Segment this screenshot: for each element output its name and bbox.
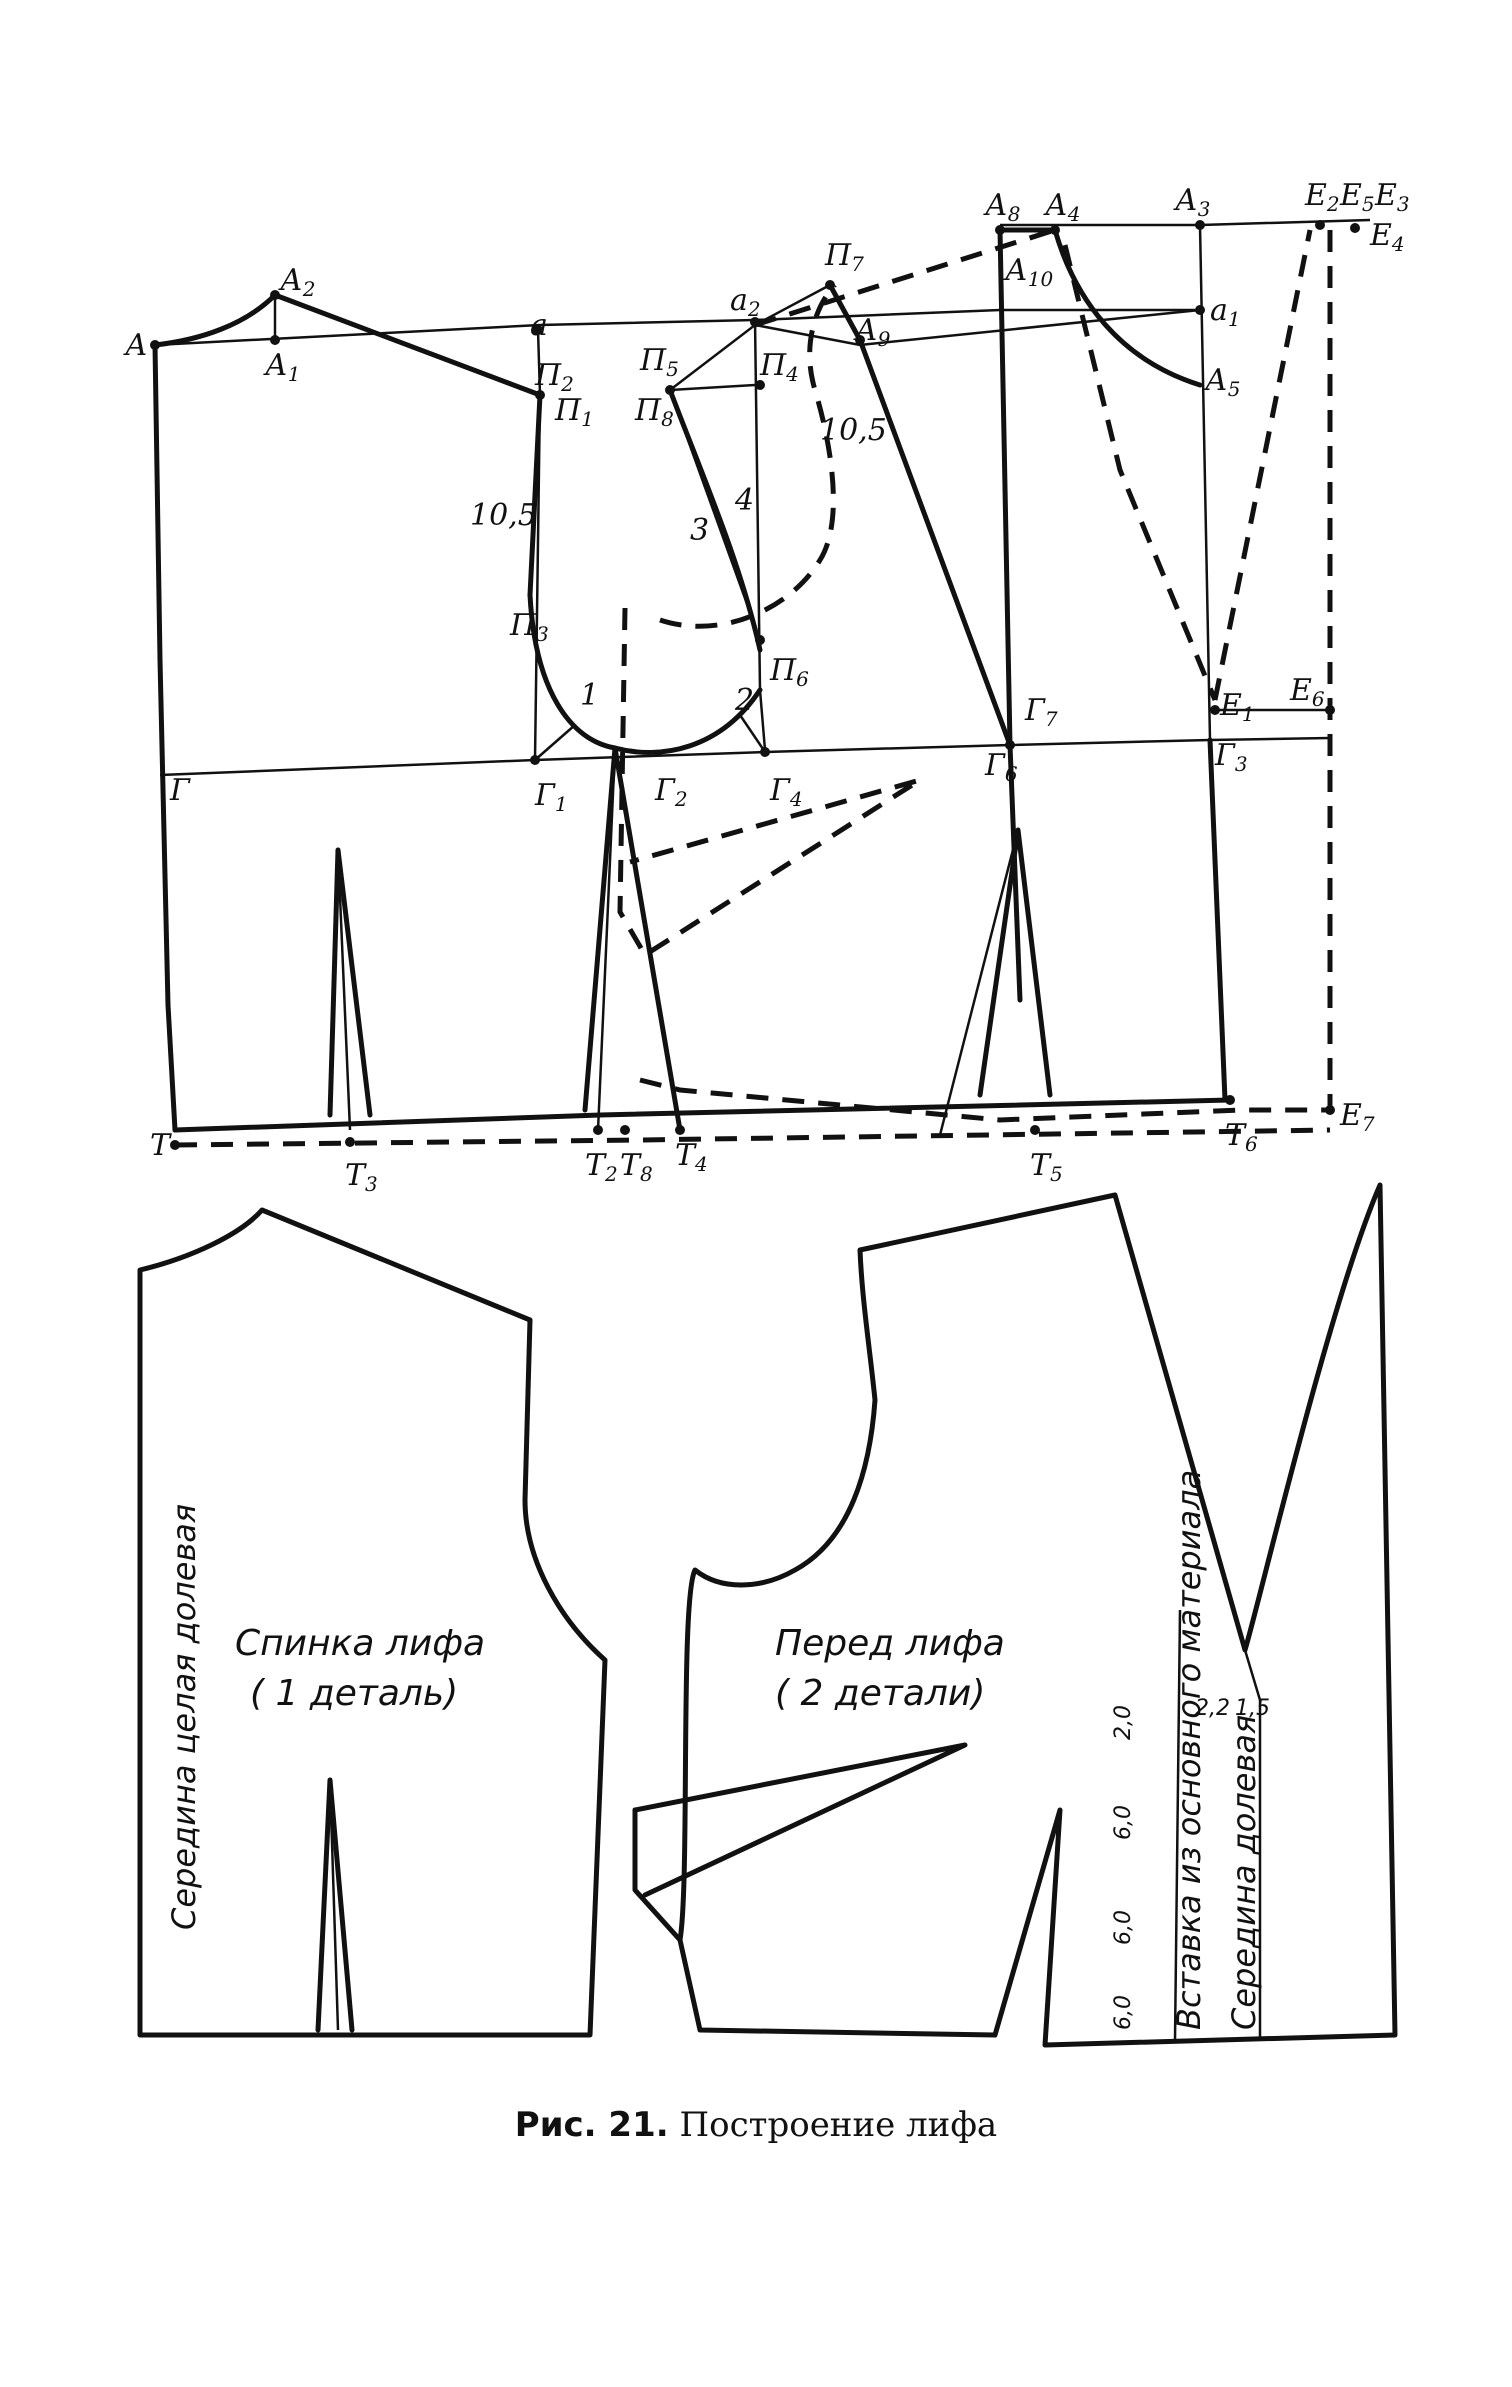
label-a1: а1 [1210, 293, 1241, 331]
dashed-waist-line [639, 1077, 1330, 1123]
label-a: а [530, 308, 548, 343]
label-G: Г [169, 773, 191, 808]
dashed-neck [1062, 244, 1218, 701]
label-P6: П6 [769, 653, 809, 691]
label-G2: Г2 [654, 773, 688, 811]
front-insert-line [1243, 1649, 1262, 2040]
dim-1-5: 1,5 [1235, 1696, 1270, 1721]
point-labels: А А2 А1 а П2 П1 10,5 П3 1 2 3 4 Г1 Г2 Г4… [123, 178, 1410, 1196]
armhole-chord-1 [668, 389, 762, 641]
label-A10: А10 [1003, 253, 1053, 291]
label-G4: Г4 [769, 773, 803, 811]
front-bodice-piece: Перед лифа ( 2 детали) Вставка из основн… [632, 1182, 1398, 2048]
label-A4: А4 [1043, 188, 1080, 226]
label-T6: Т6 [1225, 1118, 1258, 1156]
back-armhole-curve [527, 592, 763, 755]
label-E6: Е6 [1289, 673, 1325, 711]
front-center-label: Середина долевая [1225, 1715, 1263, 2030]
waist-line-dashed [174, 1127, 1331, 1148]
back-neck-curve [152, 292, 278, 348]
back-piece-count: ( 1 деталь) [250, 1673, 458, 1714]
label-P2: П2 [534, 358, 574, 396]
label-A8: А8 [983, 188, 1020, 226]
back-center-line [152, 342, 178, 1133]
label-mark3: 3 [690, 513, 709, 548]
draft-construction: А А2 А1 а П2 П1 10,5 П3 1 2 3 4 Г1 Г2 Г4… [123, 178, 1410, 1196]
figure-title: Построение лифа [679, 2105, 998, 2145]
dim-2-0: 2,0 [1111, 1705, 1136, 1740]
construction-points [150, 220, 1360, 1150]
front-insert-label: Вставка из основного материала [1170, 1470, 1208, 2030]
label-A5: А5 [1203, 363, 1240, 401]
front-shoulder-line [827, 282, 1013, 748]
back-piece-dart-center [328, 1779, 340, 2031]
label-A: А [123, 328, 148, 363]
back-piece-outline [137, 1207, 608, 2038]
label-E1: Е1 [1219, 688, 1255, 726]
front-armhole-dashed [659, 283, 837, 629]
dim-2-2: 2,2 [1195, 1696, 1230, 1721]
back-waist-dart [327, 847, 373, 1118]
label-front-armhole-measure: 10,5 [820, 413, 887, 448]
dim-6-0-a: 6,0 [1111, 1805, 1136, 1840]
armhole-chord-2 [669, 383, 756, 392]
dashed-shoulder [754, 227, 1056, 328]
label-E5: Е5 [1339, 178, 1375, 216]
label-mark4: 4 [734, 483, 754, 518]
label-back-armhole-measure: 10,5 [470, 498, 537, 533]
back-piece-name: Спинка лифа [235, 1623, 485, 1664]
back-piece-side-label: Середина целая долевая [165, 1504, 203, 1930]
armhole-vertical-right [753, 319, 767, 751]
label-a2: а2 [730, 283, 761, 321]
figure-number: Рис. 21. [514, 2105, 669, 2145]
label-P8: П8 [634, 393, 674, 431]
label-mark2: 2 [734, 683, 754, 718]
label-T3: Т3 [345, 1158, 378, 1196]
label-G7: Г7 [1024, 693, 1058, 731]
label-A2: А2 [278, 263, 315, 301]
label-P1: П1 [554, 393, 594, 431]
back-dart-center [336, 849, 352, 1131]
label-T4: Т4 [675, 1138, 708, 1176]
label-P4: П4 [759, 348, 799, 386]
front-dart-rays [938, 829, 1020, 1136]
chest-line [159, 736, 1331, 777]
label-T8: Т8 [620, 1148, 653, 1186]
front-piece-name: Перед лифа [775, 1623, 1005, 1664]
label-T: Т [150, 1128, 172, 1163]
waist-line [172, 1097, 1233, 1133]
label-A3: А3 [1173, 183, 1210, 221]
label-E3: Е3 [1374, 178, 1410, 216]
armhole-chord-4 [754, 308, 1201, 347]
label-P5: П5 [639, 343, 679, 381]
armhole-diag-2 [738, 714, 767, 753]
label-E2: Е2 [1304, 178, 1340, 216]
label-mark1: 1 [580, 678, 599, 713]
label-E4: Е4 [1369, 218, 1405, 256]
label-P7: П7 [824, 238, 864, 276]
label-G6: Г6 [984, 748, 1018, 786]
front-piece-outline [632, 1182, 1398, 2048]
label-T2: Т2 [585, 1148, 618, 1186]
front-center-line [1207, 737, 1228, 1103]
dashed-center-diag [1212, 229, 1313, 701]
side-dart-centers [596, 747, 617, 1131]
dim-6-0-c: 6,0 [1111, 1995, 1136, 2030]
label-G3: Г3 [1214, 738, 1248, 776]
label-A9: А9 [853, 313, 891, 351]
label-G1: Г1 [534, 778, 568, 816]
front-neck-curve [1052, 227, 1203, 388]
dim-6-0-b: 6,0 [1111, 1910, 1136, 1945]
label-P3: П3 [509, 608, 549, 646]
front-insert-line-2 [1173, 1609, 1182, 2041]
armhole-diag-1 [534, 724, 576, 761]
label-A1: А1 [263, 348, 300, 386]
front-piece-count: ( 2 детали) [775, 1673, 985, 1714]
back-bodice-piece: Спинка лифа ( 1 деталь) Середина целая д… [137, 1207, 608, 2038]
back-shoulder-line [272, 292, 543, 398]
figure-caption: Рис. 21. Построение лифа [0, 2105, 1512, 2145]
label-E7: Е7 [1339, 1098, 1375, 1136]
label-T5: Т5 [1030, 1148, 1063, 1186]
